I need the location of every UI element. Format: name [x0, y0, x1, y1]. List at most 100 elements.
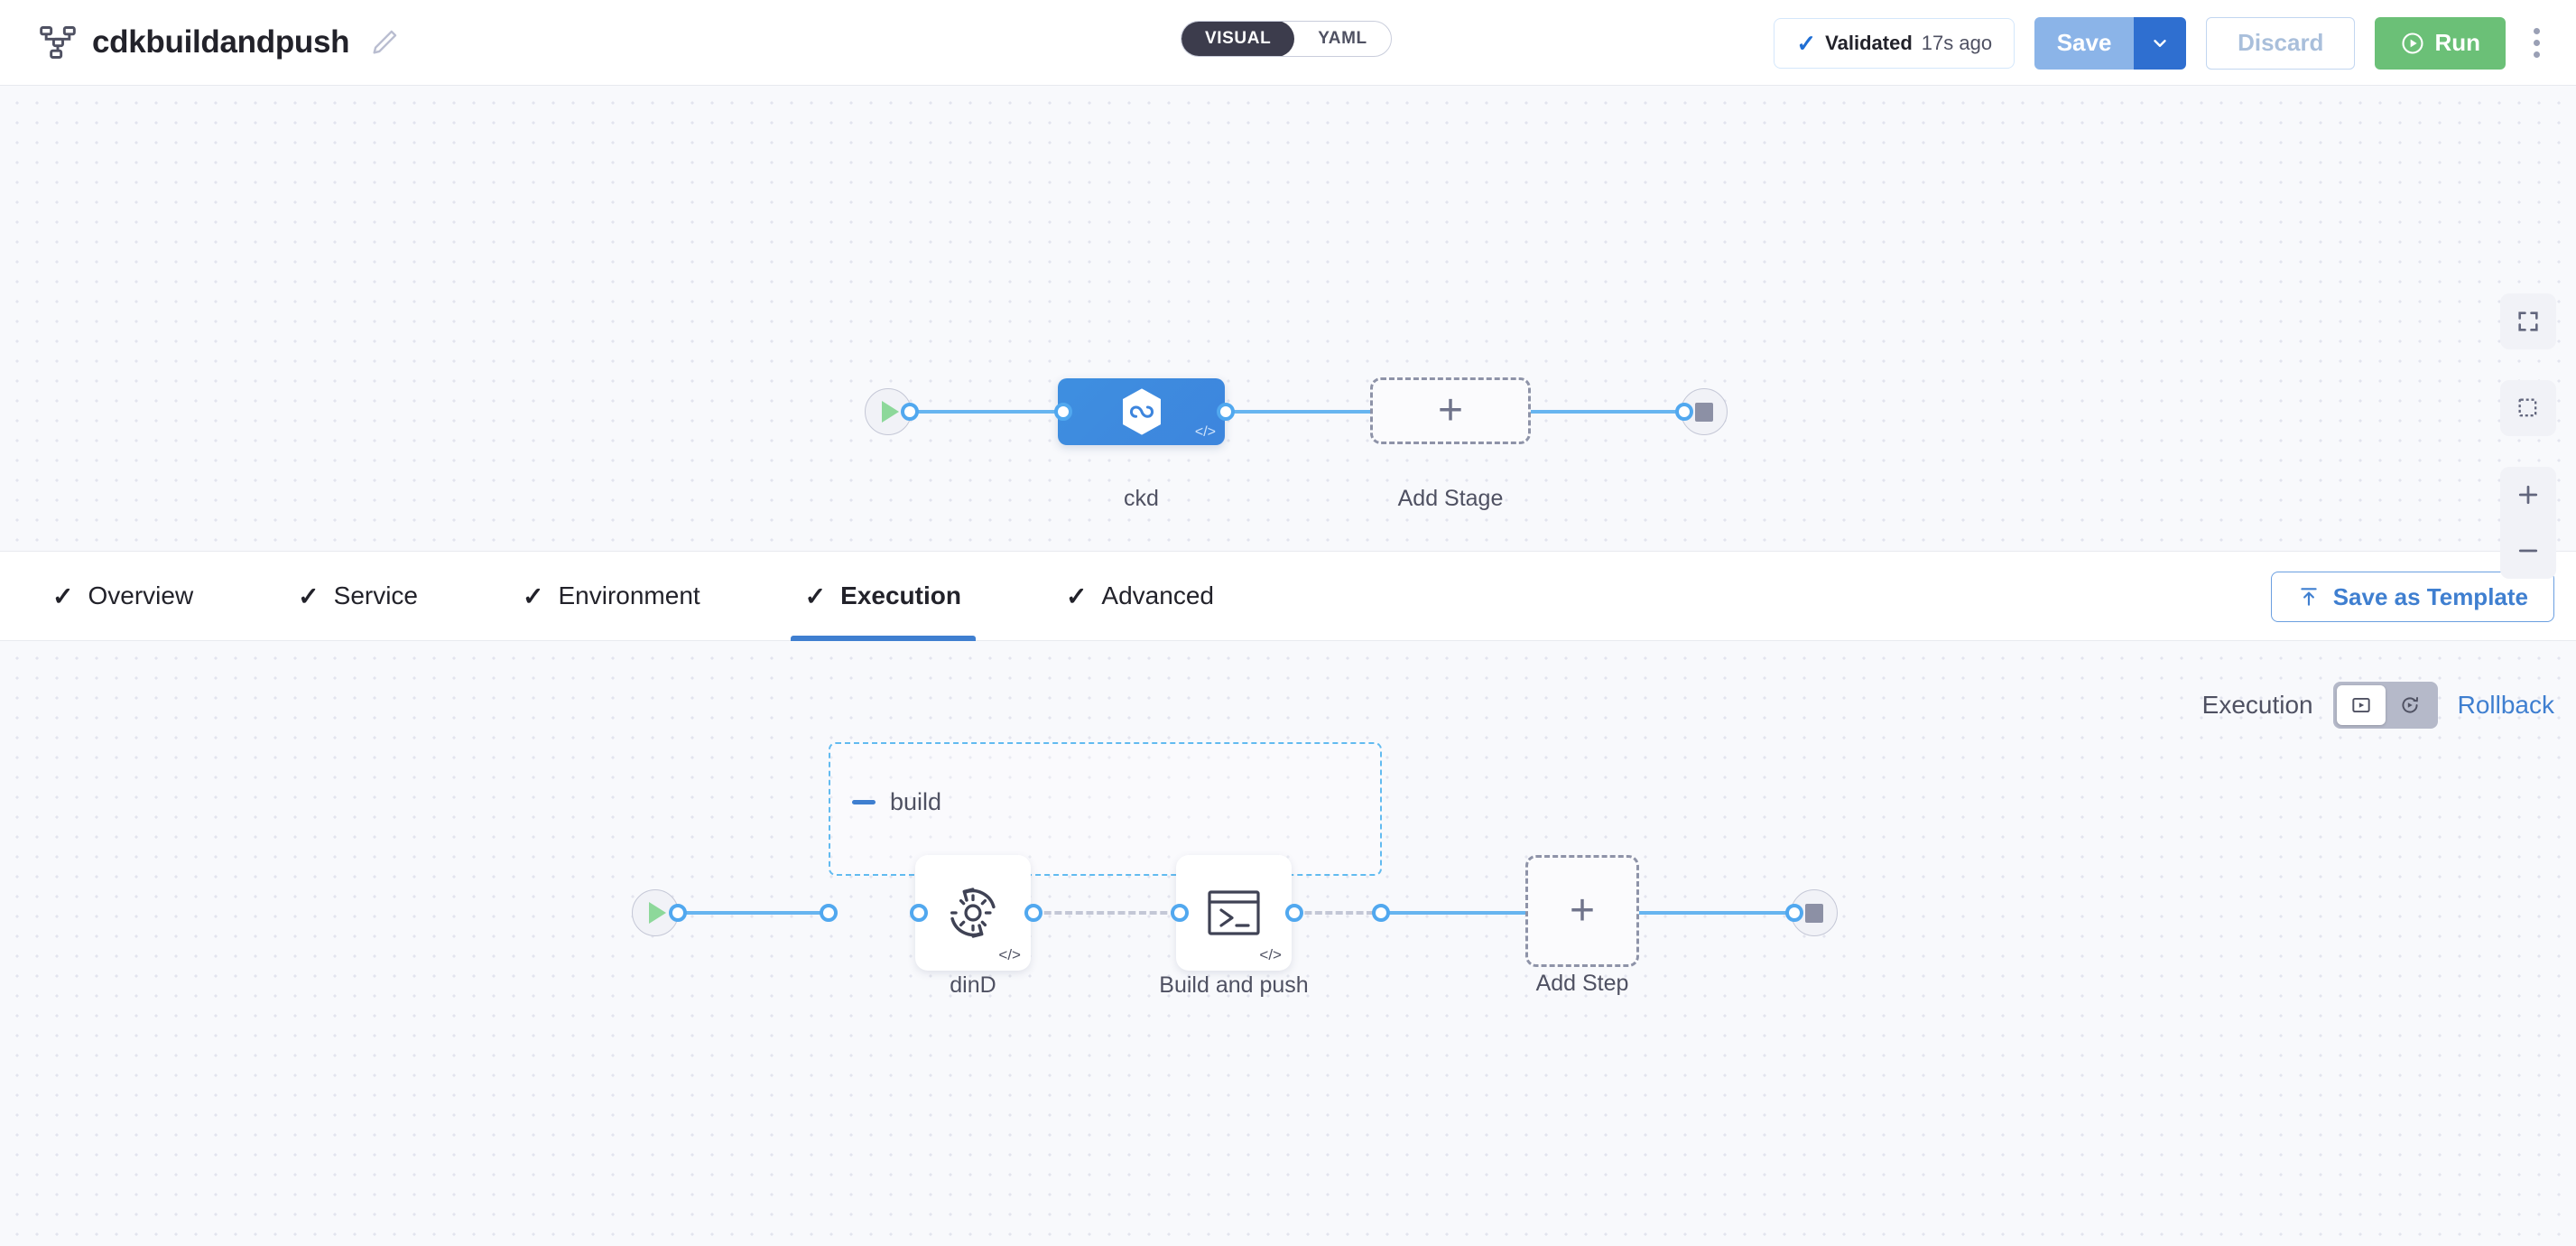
- code-badge: </>: [1194, 424, 1216, 440]
- edge-group-to-add-step: [1381, 911, 1525, 915]
- tab-service-label: Service: [333, 581, 419, 609]
- tab-overview-label: Overview: [88, 581, 194, 609]
- edge-ckd-to-add-stage: [1226, 410, 1370, 414]
- group-input-port[interactable]: [820, 904, 838, 922]
- group-output-port[interactable]: [1372, 904, 1390, 922]
- play-icon: [649, 902, 666, 924]
- save-split-button[interactable]: Save: [2034, 16, 2187, 70]
- view-mode-toggle[interactable]: VISUAL YAML: [1181, 21, 1392, 57]
- edge-dind-to-build-and-push: [1033, 911, 1178, 915]
- check-icon: ✓: [804, 581, 827, 610]
- pencil-icon[interactable]: [369, 27, 400, 58]
- kebab-menu-icon[interactable]: [2518, 17, 2554, 70]
- dind-input-port[interactable]: [910, 904, 928, 922]
- run-button-label: Run: [2434, 29, 2480, 56]
- step-node-dind[interactable]: </>: [915, 855, 1031, 971]
- pipeline-nodes-icon: [38, 23, 78, 62]
- marquee-select-group: [2500, 380, 2556, 436]
- execution-rollback-switch: Execution Rollback: [2202, 682, 2554, 729]
- edge-build-and-push-to-group-exit: [1294, 911, 1374, 915]
- start-node[interactable]: [632, 889, 679, 936]
- page-title: cdkbuildandpush: [92, 24, 350, 60]
- edge-start-to-group: [678, 911, 829, 915]
- end-node-port[interactable]: [1785, 904, 1803, 922]
- add-stage-button[interactable]: +: [1370, 377, 1531, 444]
- ckd-input-port[interactable]: [1054, 403, 1072, 421]
- stage-node-ckd[interactable]: </>: [1058, 378, 1225, 445]
- ckd-output-port[interactable]: [1217, 403, 1235, 421]
- step-group-build-label: build: [890, 788, 942, 815]
- code-badge: </>: [998, 946, 1021, 963]
- execution-mode-button[interactable]: [2336, 685, 2386, 725]
- execution-graph-canvas[interactable]: Execution Rollback: [0, 641, 2576, 1246]
- chevron-down-icon[interactable]: [2134, 16, 2187, 70]
- plus-icon: +: [1569, 887, 1596, 935]
- stage-node-ckd-label: ckd: [1124, 486, 1159, 511]
- step-group-build-header[interactable]: build: [852, 788, 941, 816]
- canvas-controls: [2500, 293, 2556, 579]
- step-node-dind-label: dinD: [950, 972, 996, 998]
- save-as-template-button[interactable]: Save as Template: [2270, 572, 2554, 622]
- tab-execution[interactable]: ✓ Execution: [780, 551, 987, 641]
- discard-button[interactable]: Discard: [2206, 16, 2356, 70]
- tab-visual-mode[interactable]: VISUAL: [1181, 22, 1295, 56]
- top-bar-actions: ✓ Validated 17s ago Save Discard Run: [1774, 0, 2554, 86]
- save-as-template-label: Save as Template: [2332, 582, 2528, 610]
- check-icon: ✓: [1065, 581, 1088, 610]
- gear-rotate-icon: [943, 883, 1003, 943]
- stop-icon: [1695, 402, 1713, 422]
- tab-overview[interactable]: ✓ Overview: [27, 551, 218, 641]
- plus-icon: +: [1437, 386, 1464, 435]
- check-icon: ✓: [1796, 29, 1817, 57]
- check-icon: ✓: [523, 581, 544, 610]
- stage-config-tabs: ✓ Overview ✓ Service ✓ Environment ✓ Exe…: [0, 551, 2576, 641]
- run-button[interactable]: Run: [2375, 16, 2506, 70]
- tab-service[interactable]: ✓ Service: [273, 551, 443, 641]
- rotate-play-icon: [2398, 693, 2422, 717]
- zoom-in-button[interactable]: [2500, 467, 2556, 523]
- validated-timestamp: 17s ago: [1921, 31, 1993, 54]
- add-stage-label: Add Stage: [1397, 486, 1504, 511]
- zoom-out-button[interactable]: [2500, 523, 2556, 579]
- edge-start-to-ckd: [910, 410, 1063, 414]
- tab-advanced-label: Advanced: [1101, 581, 1214, 609]
- fullscreen-icon[interactable]: [2500, 293, 2556, 349]
- tab-environment[interactable]: ✓ Environment: [497, 551, 726, 641]
- save-button[interactable]: Save: [2034, 16, 2135, 70]
- start-node-port[interactable]: [669, 904, 687, 922]
- harness-hexagon-infinity-icon: [1118, 386, 1165, 437]
- zoom-controls-group: [2500, 467, 2556, 579]
- stage-graph-canvas[interactable]: </> + ckd Add Stage: [0, 86, 2576, 579]
- step-group-build[interactable]: [829, 742, 1382, 876]
- build-and-push-input-port[interactable]: [1171, 904, 1189, 922]
- tab-execution-label: Execution: [840, 581, 961, 609]
- tab-environment-label: Environment: [558, 581, 700, 609]
- step-node-build-and-push-label: Build and push: [1159, 972, 1309, 998]
- validated-label: Validated: [1825, 31, 1913, 54]
- add-step-button[interactable]: +: [1525, 855, 1639, 967]
- terminal-icon: [1205, 888, 1263, 938]
- tab-yaml-mode[interactable]: YAML: [1318, 29, 1367, 48]
- edge-add-step-to-end: [1639, 911, 1794, 915]
- status-badge-validated: ✓ Validated 17s ago: [1774, 17, 2015, 69]
- end-node-port[interactable]: [1675, 403, 1693, 421]
- pipeline-title-group: cdkbuildandpush: [38, 23, 400, 62]
- selection-box-icon[interactable]: [2500, 380, 2556, 436]
- start-node-port[interactable]: [901, 403, 919, 421]
- execution-mode-segmented-control[interactable]: [2332, 682, 2438, 729]
- minus-icon[interactable]: [852, 800, 876, 804]
- step-node-build-and-push[interactable]: </>: [1176, 855, 1292, 971]
- add-step-label: Add Step: [1535, 971, 1629, 996]
- rollback-mode-button[interactable]: [2386, 685, 2434, 725]
- play-icon: [882, 401, 899, 423]
- stop-icon: [1805, 903, 1823, 923]
- check-icon: ✓: [52, 581, 74, 610]
- top-bar: cdkbuildandpush VISUAL YAML ✓ Validated …: [0, 0, 2576, 86]
- dind-output-port[interactable]: [1024, 904, 1042, 922]
- code-badge: </>: [1259, 946, 1282, 963]
- build-and-push-output-port[interactable]: [1285, 904, 1303, 922]
- execution-label: Execution: [2201, 691, 2313, 719]
- edge-add-stage-to-end: [1531, 410, 1684, 414]
- rollback-label[interactable]: Rollback: [2457, 691, 2554, 719]
- tab-advanced[interactable]: ✓ Advanced: [1041, 551, 1239, 641]
